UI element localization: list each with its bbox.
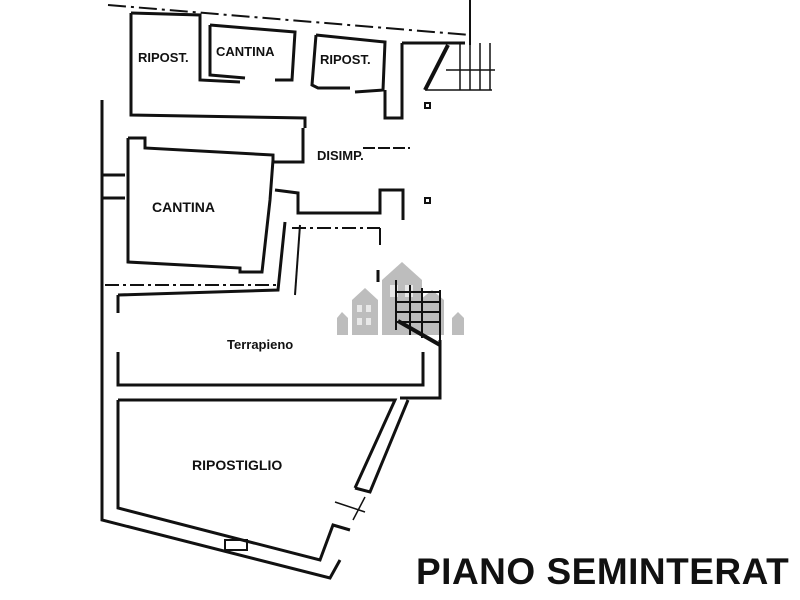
room-label-cantina-main: CANTINA <box>152 199 215 215</box>
room-label-ripost-2: RIPOST. <box>320 52 371 67</box>
room-ripost-1-walls <box>129 13 307 128</box>
walls <box>100 0 495 580</box>
floor-title: PIANO SEMINTERAT <box>416 551 790 592</box>
room-label-terrapieno: Terrapieno <box>227 337 294 352</box>
room-label-ripostiglio: RIPOSTIGLIO <box>192 457 283 473</box>
room-label-disimp: DISIMP. <box>317 148 364 163</box>
room-label-ripost-1: RIPOST. <box>138 50 189 65</box>
room-label-cantina-top: CANTINA <box>216 44 275 59</box>
